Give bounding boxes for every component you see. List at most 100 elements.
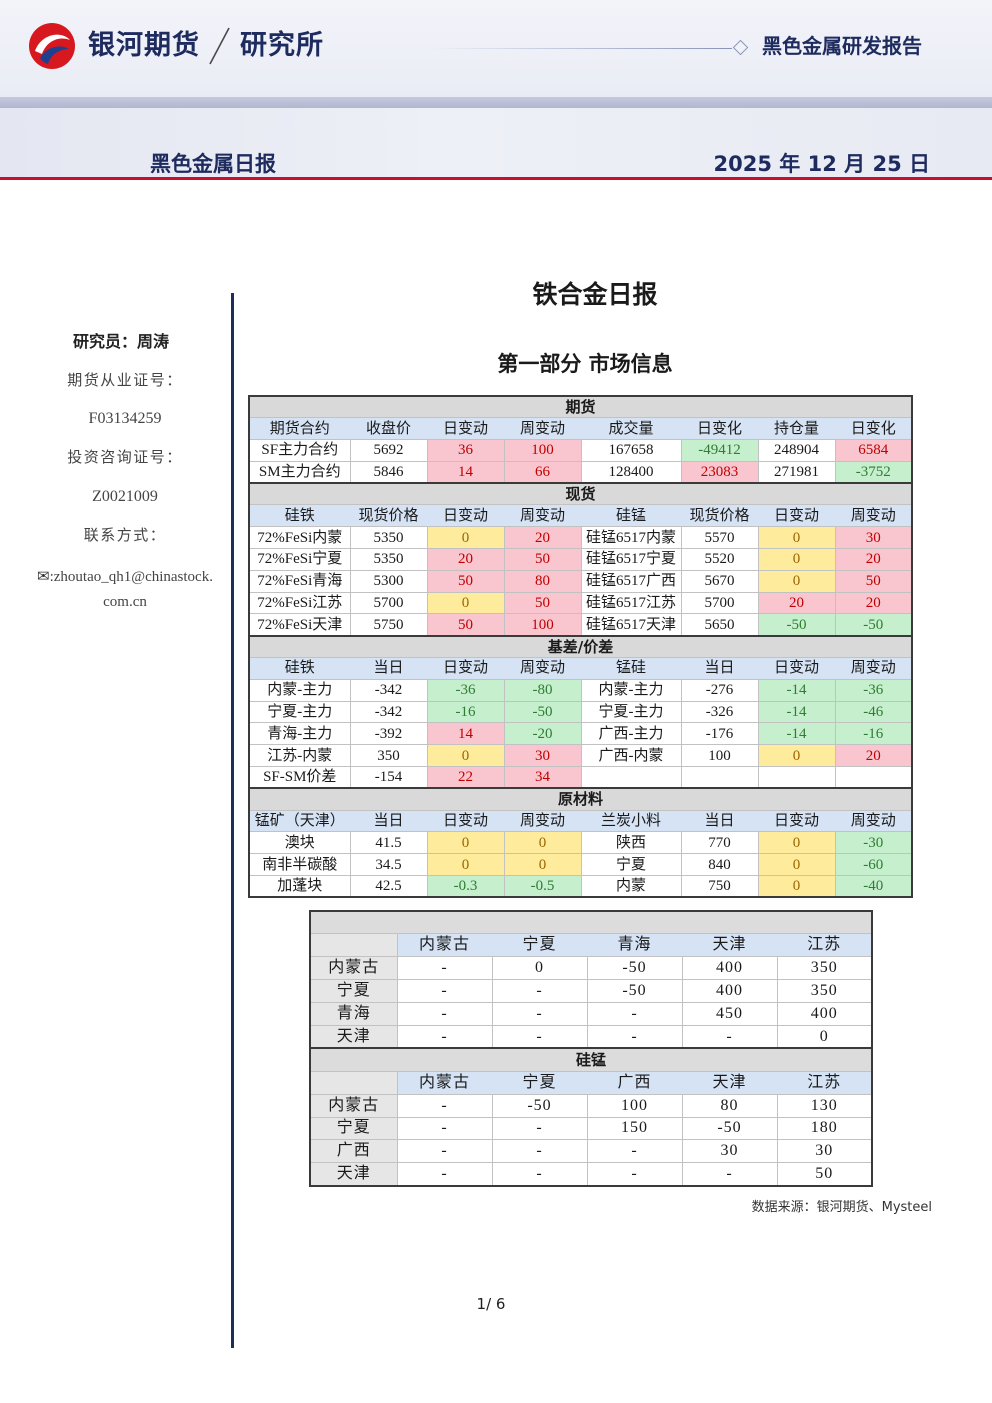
table-cell: 南非半碳酸 xyxy=(248,853,351,877)
table-cell: 0 xyxy=(757,875,836,898)
table-cell xyxy=(834,766,913,789)
table-cell: -16 xyxy=(834,722,913,746)
column-header: 持仓量 xyxy=(757,417,836,441)
table-cell xyxy=(680,766,759,789)
table-cell: 5300 xyxy=(349,569,428,593)
table-cell: 内蒙 xyxy=(580,875,682,898)
sidebar-divider xyxy=(231,293,234,1348)
table-cell: - xyxy=(491,1024,588,1049)
table-cell: 宁夏-主力 xyxy=(580,700,682,724)
table-cell: - xyxy=(681,1162,778,1187)
column-header-row: 锰矿（天津）当日日变动周变动兰炭小料当日日变动周变动 xyxy=(248,809,913,833)
table-cell: - xyxy=(396,1024,493,1049)
table-cell: - xyxy=(586,1139,683,1164)
table-cell: SM主力合约 xyxy=(248,460,351,484)
table-cell: 20 xyxy=(426,548,505,571)
table-cell xyxy=(757,766,836,789)
table-cell: -30 xyxy=(834,831,913,855)
table-cell: -342 xyxy=(349,678,428,702)
column-header: 内蒙古 xyxy=(396,933,493,958)
section-title: 原材料 xyxy=(248,787,913,811)
table-cell: 0 xyxy=(426,526,505,550)
data-source: 数据来源：银河期货、Mysteel xyxy=(751,1200,932,1215)
column-header: 兰炭小料 xyxy=(580,809,682,833)
table-cell: 350 xyxy=(776,979,873,1004)
table-cell: 50 xyxy=(503,591,582,615)
table-cell: 840 xyxy=(680,853,759,877)
row-label: 天津 xyxy=(309,1024,398,1049)
table-cell: 100 xyxy=(503,439,582,462)
table-cell: 0 xyxy=(491,956,588,981)
brand-name: 银河期货 xyxy=(88,30,200,61)
column-header: 日变动 xyxy=(426,657,505,680)
table-cell: - xyxy=(491,1162,588,1187)
email-line: ✉:zhoutao_qh1@chinastock. xyxy=(0,565,250,588)
table-cell: -326 xyxy=(680,700,759,724)
section-title-row xyxy=(309,910,873,935)
email-line-2[interactable]: com.cn xyxy=(103,594,147,610)
section-title-row: 现货 xyxy=(248,482,913,506)
yinhe-logo-icon xyxy=(29,23,75,69)
slash-divider xyxy=(209,27,230,65)
table-cell: 30 xyxy=(681,1139,778,1164)
email-text[interactable]: :zhoutao_qh1@chinastock. xyxy=(49,569,213,585)
researcher-name: 研究员：周涛 xyxy=(72,332,169,351)
column-header: 硅铁 xyxy=(248,504,351,528)
table-cell: 34 xyxy=(503,766,582,789)
section-title-row: 期货 xyxy=(248,395,913,419)
column-header: 日变动 xyxy=(757,809,836,833)
table-cell: 5350 xyxy=(349,548,428,571)
table-cell: -14 xyxy=(757,722,836,746)
table-cell: -342 xyxy=(349,700,428,724)
table-cell: 5350 xyxy=(349,526,428,550)
column-header: 日变化 xyxy=(834,417,913,441)
column-header: 天津 xyxy=(681,933,778,958)
table-cell: 50 xyxy=(503,548,582,571)
table-cell: 内蒙-主力 xyxy=(580,678,682,702)
table-cell: -176 xyxy=(680,722,759,746)
section-title xyxy=(309,910,873,935)
table-cell: -46 xyxy=(834,700,913,724)
table-cell: 硅锰6517广西 xyxy=(580,569,682,593)
table-cell: - xyxy=(586,1002,683,1026)
table-cell: -50 xyxy=(757,613,836,637)
column-header: 周变动 xyxy=(503,657,582,680)
column-header: 天津 xyxy=(681,1070,778,1095)
section-title-row: 原材料 xyxy=(248,787,913,811)
column-header: 现货价格 xyxy=(680,504,759,528)
column-header: 日变动 xyxy=(426,809,505,833)
section-title: 期货 xyxy=(248,395,913,419)
table-cell: -3752 xyxy=(834,460,913,484)
column-header: 现货价格 xyxy=(349,504,428,528)
table-cell: 硅锰6517天津 xyxy=(580,613,682,637)
table-cell: - xyxy=(586,1162,683,1187)
row-label: 内蒙古 xyxy=(309,956,398,981)
table-cell: -0.5 xyxy=(503,875,582,898)
table-cell: 5692 xyxy=(349,439,428,462)
row-label: 青海 xyxy=(309,1002,398,1026)
table-cell: 30 xyxy=(503,744,582,768)
table-cell: -50 xyxy=(681,1116,778,1141)
column-header xyxy=(309,1070,398,1095)
table-cell: -36 xyxy=(834,678,913,702)
daily-title: 黑色金属日报 xyxy=(150,152,276,176)
title-band xyxy=(0,108,992,177)
row-label: 宁夏 xyxy=(309,979,398,1004)
table-cell: 72%FeSi天津 xyxy=(248,613,351,637)
column-header: 周变动 xyxy=(503,809,582,833)
column-header: 周变动 xyxy=(834,809,913,833)
table-cell: 167658 xyxy=(580,439,682,462)
table-row: 天津----0 xyxy=(309,1024,873,1049)
consult-number: Z0021009 xyxy=(92,488,158,505)
table-cell: 20 xyxy=(834,744,913,768)
